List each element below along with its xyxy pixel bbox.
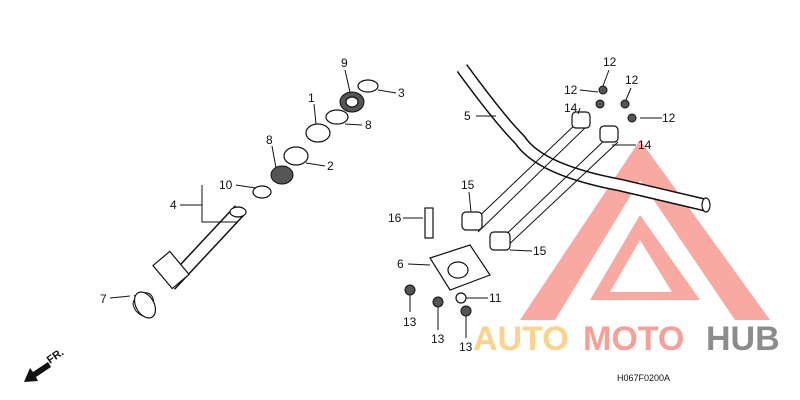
watermark-auto: AUTO: [473, 320, 569, 358]
bearings: [252, 79, 379, 199]
callout-15: 15: [461, 178, 475, 192]
callout-7: 7: [100, 292, 107, 306]
callout-13: 13: [431, 332, 445, 346]
watermark-moto: MOTO: [583, 320, 684, 358]
leader-lines: [109, 69, 662, 338]
callout-13: 13: [459, 340, 473, 354]
watermark-hub: HUB: [706, 320, 780, 358]
callout-1: 1: [308, 91, 315, 105]
watermark-logo: [520, 140, 770, 320]
callout-5: 5: [464, 109, 471, 123]
callout-16: 16: [388, 211, 402, 225]
front-direction-indicator: FR.: [24, 346, 66, 382]
callout-10: 10: [219, 178, 233, 192]
callout-14: 14: [638, 138, 652, 152]
callout-4: 4: [170, 198, 177, 212]
callout-12: 12: [564, 83, 578, 97]
callout-labels: 9 3 1 8 8 2 10 4 7 5 12 12 12 12 14 14 1…: [100, 55, 676, 354]
callout-9: 9: [341, 56, 348, 70]
handlebar-holders: [404, 85, 637, 317]
callout-2: 2: [327, 159, 334, 173]
callout-8: 8: [365, 118, 372, 132]
handlebar: [456, 64, 711, 213]
callout-12: 12: [625, 73, 639, 87]
callout-8: 8: [266, 133, 273, 147]
callout-13: 13: [403, 315, 417, 329]
callout-14: 14: [564, 101, 578, 115]
diagram-code: H067F0200A: [617, 373, 670, 383]
callout-3: 3: [398, 86, 405, 100]
steering-shaft: [132, 205, 247, 319]
callout-6: 6: [397, 257, 404, 271]
callout-12: 12: [603, 55, 617, 69]
callout-12: 12: [662, 111, 676, 125]
callout-15: 15: [533, 244, 547, 258]
watermark-text: AUTO MOTO HUB: [473, 320, 780, 358]
arrow-icon: [24, 362, 51, 382]
callout-11: 11: [489, 291, 502, 305]
